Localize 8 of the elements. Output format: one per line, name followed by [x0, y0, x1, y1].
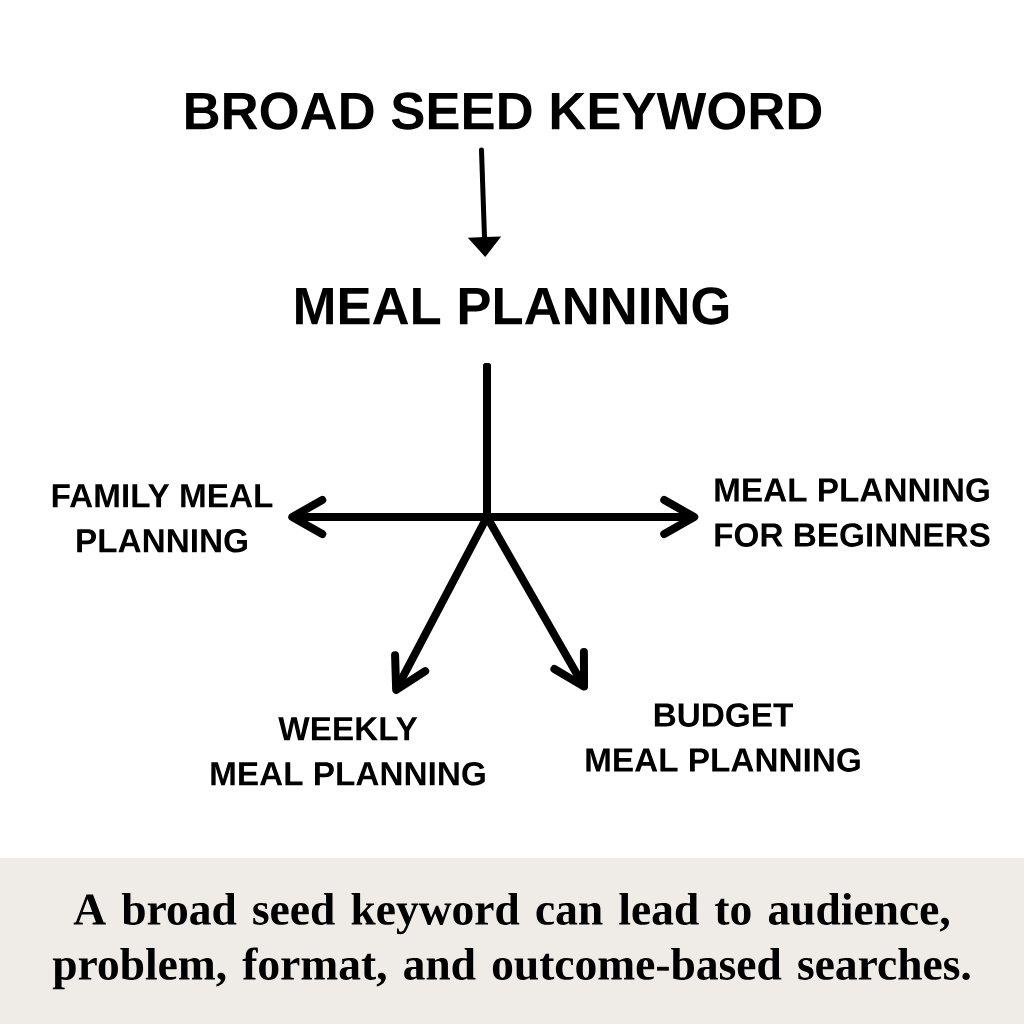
keyword-label: BROAD SEED KEYWORD [186, 92, 822, 130]
keyword-label: WEEKLY MEAL PLANNING [211, 717, 485, 786]
keyword-label: MEAL PLANNING [296, 287, 729, 325]
arrow [483, 362, 589, 691]
caption-banner: A broad seed keyword can lead to audience, problem, format, and outcome-based searches. [0, 858, 1024, 1024]
keyword-label: FAMILY MEAL PLANNING [52, 484, 273, 553]
keyword-label: BUDGET MEAL PLANNING [586, 703, 860, 772]
keyword-label: MEAL PLANNING FOR BEGINNERS [715, 478, 990, 547]
